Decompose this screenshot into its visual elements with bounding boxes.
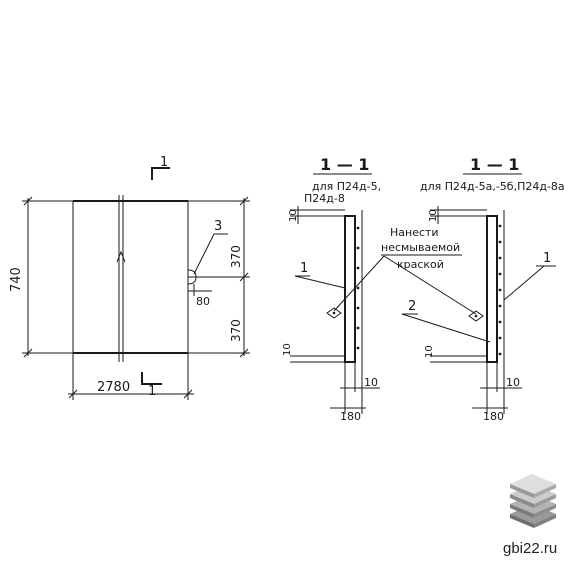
tick [23, 196, 33, 206]
plan-view: 1 740 370 370 80 3 [9, 155, 250, 400]
callout-3-label: 3 [214, 219, 222, 234]
section-left-bottom-dim: 10 [282, 343, 293, 356]
offset-dim-label: 80 [196, 295, 210, 308]
rebar-dots-right [498, 224, 502, 356]
height-dim-label: 740 [9, 267, 24, 292]
callout-1-right-leader [503, 265, 545, 301]
marking-dot [474, 314, 478, 318]
tick [239, 348, 249, 358]
section-left-subtitle-2: П24д-8 [304, 192, 345, 205]
section-right-width-dim: 180 [483, 410, 504, 423]
width-dim-label: 2780 [97, 380, 130, 395]
panel-outline [72, 200, 189, 354]
watermark-text: gbi22.ru [503, 540, 557, 557]
section-right-subtitle: для П24д-5а,-5б,П24д-8а [420, 180, 565, 193]
section-right-bottom-dim: 10 [424, 345, 435, 358]
callout-2-leader [401, 313, 491, 343]
callout-3-leader [193, 233, 215, 275]
watermark: gbi22.ru [503, 474, 557, 557]
paint-note: Нанести несмываемой краской [333, 226, 477, 315]
section-cut-mark-bottom [141, 372, 162, 385]
section-left-top-dim: 10 [288, 209, 299, 222]
section-right-top-dim: 10 [428, 209, 439, 222]
section-left-width-dim: 180 [340, 410, 361, 423]
section-right-thickness-dim: 10 [506, 376, 520, 389]
section-left: 1 — 1 для П24д-5, П24д-8 10 10 1 [282, 155, 381, 423]
section-left-subtitle-1: для П24д-5, [312, 180, 381, 193]
tick [23, 348, 33, 358]
section-left-thickness-dim: 10 [364, 376, 378, 389]
section-right-callout-2: 2 [408, 299, 416, 314]
section-right-callout-1: 1 [543, 251, 551, 266]
tick [68, 389, 78, 399]
marking-diamond [326, 307, 342, 319]
section-cut-mark-top [151, 167, 170, 180]
center-marker [116, 250, 126, 263]
note-leader-right [383, 255, 477, 315]
note-line-1: Нанести [390, 226, 439, 239]
section-mark-top-label: 1 [160, 155, 168, 170]
note-leader-left [333, 255, 385, 312]
lifting-loop [187, 269, 197, 285]
section-left-callout-1: 1 [300, 261, 308, 276]
section-right-slab [486, 215, 498, 363]
rebar-dots [356, 226, 360, 350]
section-right: 1 — 1 для П24д-5а,-5б,П24д-8а 10 10 1 [401, 155, 565, 423]
callout-1-leader [294, 275, 346, 289]
marking-dot [332, 311, 336, 315]
section-right-title: 1 — 1 [470, 155, 519, 174]
upper-half-dim-label: 370 [229, 245, 243, 268]
section-mark-bottom-label: 1 [148, 384, 156, 399]
lower-half-dim-label: 370 [229, 319, 243, 342]
tick [239, 196, 249, 206]
stacked-slabs-icon [510, 474, 556, 528]
note-line-3: краской [397, 258, 444, 271]
note-line-2: несмываемой [381, 241, 460, 254]
tick [183, 389, 193, 399]
tick [239, 272, 249, 282]
section-left-title: 1 — 1 [320, 155, 369, 174]
